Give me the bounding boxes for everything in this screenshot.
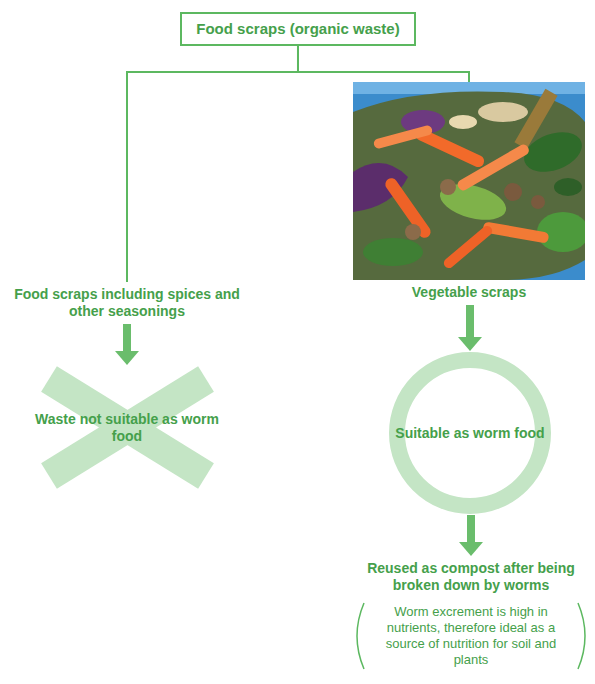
tree-line: [127, 46, 298, 282]
bracket: [357, 603, 364, 669]
arrow-head: [115, 351, 139, 365]
verdict-text: Suitable as worm food: [395, 425, 544, 442]
flow-arrow: [115, 324, 139, 365]
tree-line: [298, 46, 469, 82]
arrow-head: [458, 337, 482, 351]
result-note: Worm excrement is high in nutrients, the…: [352, 604, 590, 668]
flow-arrow: [459, 515, 483, 556]
connector-line: [466, 305, 474, 337]
connector-line: [123, 324, 131, 351]
branch-label: Food scraps including spices and other s…: [7, 282, 247, 324]
category-box: Food scraps (organic waste): [180, 12, 415, 46]
connector-line: [298, 46, 469, 82]
branch-text: Food scraps including spices and other s…: [7, 286, 247, 320]
photo-caption: Vegetable scraps: [353, 284, 585, 301]
arrow-head: [459, 542, 483, 556]
vegetable-photo: [353, 82, 585, 280]
photo-content: [353, 82, 585, 280]
photo-node: Vegetable scraps: [353, 82, 585, 305]
connector-line: [127, 46, 298, 282]
connector-line: [467, 515, 475, 542]
circle-mark: Suitable as worm food: [388, 351, 552, 515]
result-block: Reused as compost after being broken dow…: [352, 556, 590, 672]
flow-arrow: [458, 305, 482, 351]
result-heading: Reused as compost after being broken dow…: [352, 560, 590, 594]
verdict-text: Waste not suitable as worm food: [35, 411, 220, 445]
bracket: [578, 603, 585, 669]
cross-mark: Waste not suitable as worm food: [35, 365, 220, 490]
category-title: Food scraps (organic waste): [196, 20, 399, 38]
